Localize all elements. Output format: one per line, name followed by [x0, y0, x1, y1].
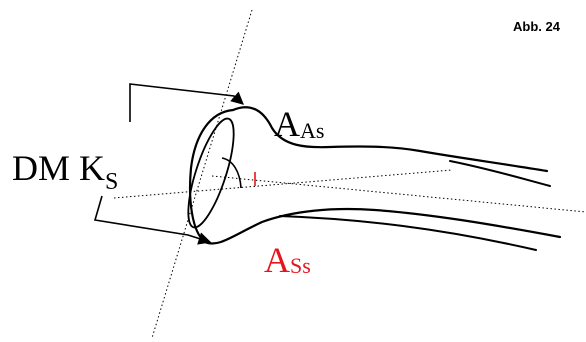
bone-upper-contour: [231, 106, 549, 173]
dotted-axis-shallow: [113, 169, 453, 199]
dm-ks-label: DM KS: [12, 148, 118, 195]
lower-bracket-arrow: [93, 195, 212, 245]
dotted-axis-steep: [151, 9, 253, 339]
head-ellipse: [187, 117, 235, 229]
angle-arc: [221, 157, 242, 189]
a-as-label: AAs: [274, 104, 324, 144]
upper-bracket-arrow: [129, 83, 244, 122]
figure-caption: Abb. 24: [513, 19, 560, 34]
bone-head-contour: [188, 108, 562, 245]
a-ss-label: ASs: [264, 240, 311, 280]
bone-lower-strand: [279, 215, 537, 251]
dotted-axis-lower: [211, 175, 586, 213]
bone-upper-strand: [449, 160, 551, 187]
